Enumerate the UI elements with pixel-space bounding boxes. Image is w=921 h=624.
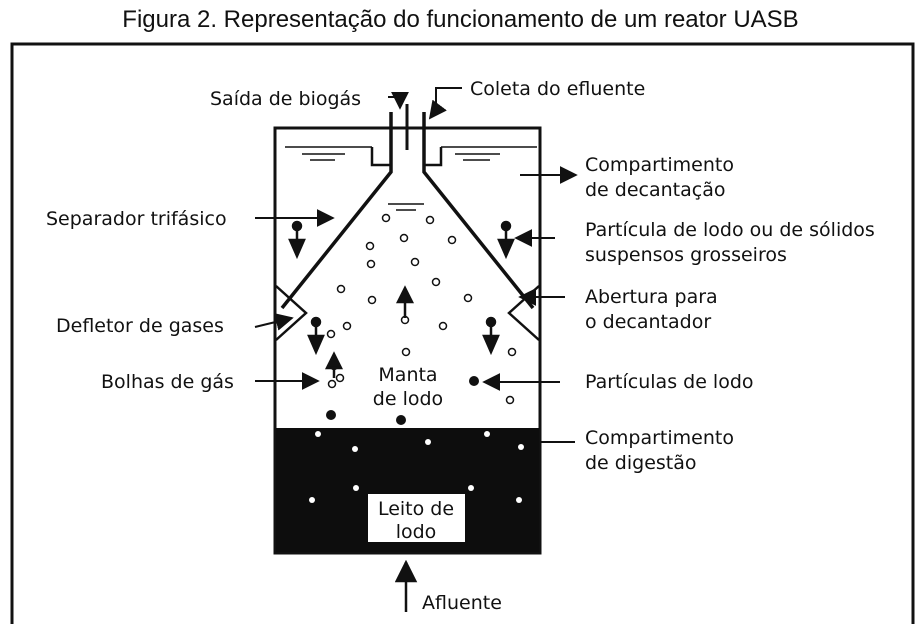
label-bolhas-gas: Bolhas de gás	[101, 371, 234, 393]
label-particulas-lodo: Partículas de lodo	[585, 371, 754, 393]
label-afluente: Afluente	[422, 592, 502, 614]
label-manta-lodo-1: Manta	[378, 364, 437, 386]
figure-caption: Figura 2. Representação do funcionamento…	[122, 6, 799, 33]
label-compartimento-digestao-1: Compartimento	[585, 427, 734, 449]
label-manta-lodo-2: de lodo	[373, 388, 443, 410]
label-defletor-gases: Defletor de gases	[56, 315, 224, 337]
label-particula-solidos-1: Partícula de lodo ou de sólidos	[585, 219, 875, 241]
effluent-gutter-left	[370, 147, 390, 167]
gas-deflector-left	[275, 285, 308, 341]
water-level-marks	[285, 146, 537, 211]
label-saida-biogas: Saída de biogás	[210, 88, 361, 110]
label-leito-lodo-2: lodo	[396, 521, 437, 543]
sludge-particles-dark	[326, 376, 479, 425]
label-separador-trifasico: Separador trifásico	[46, 208, 227, 230]
label-compartimento-digestao-2: de digestão	[585, 452, 697, 474]
rising-arrows	[324, 285, 415, 378]
figure-frame	[10, 42, 915, 624]
label-compartimento-decantacao-2: de decantação	[585, 179, 725, 201]
label-compartimento-decantacao-1: Compartimento	[585, 154, 734, 176]
label-leito-lodo-1: Leito de	[378, 498, 454, 520]
three-phase-separator	[280, 112, 535, 310]
effluent-gutter-right	[423, 147, 443, 167]
settling-particles	[288, 220, 515, 356]
sludge-bed-box	[368, 494, 465, 542]
label-abertura-decantador-1: Abertura para	[585, 286, 718, 308]
leader-lines	[254, 87, 578, 443]
sludge-particles-white	[309, 431, 524, 503]
label-coleta-efluente: Coleta do efluente	[470, 78, 645, 100]
gas-bubbles	[326, 213, 517, 405]
label-particula-solidos-2: suspensos grosseiros	[585, 244, 787, 266]
label-abertura-decantador-2: o decantador	[585, 311, 711, 333]
